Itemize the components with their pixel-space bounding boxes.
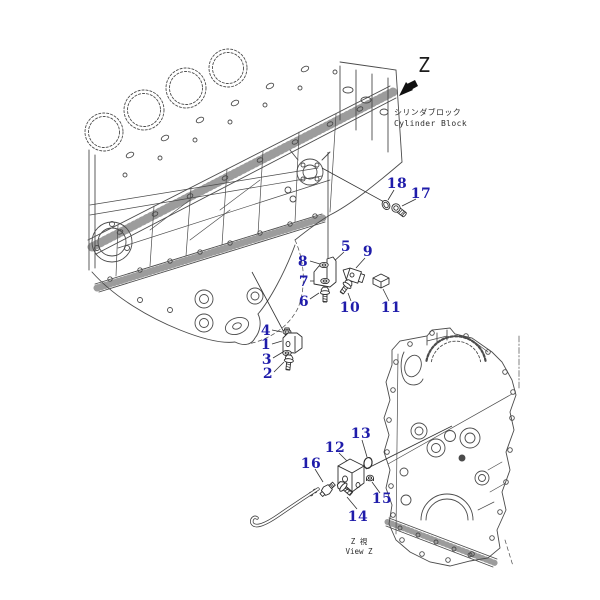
part-7-washer-icon [320,277,330,285]
part-6-bolt-icon [319,286,331,303]
callout-5: 5 [340,239,352,255]
callout-2: 2 [262,366,274,382]
part-2-bolt-icon [282,354,295,371]
part-1-bracket-icon [282,332,303,354]
callout-15: 15 [371,491,393,507]
callout-6: 6 [298,294,310,310]
diagram-title-ja: シリンダブロック [394,108,462,117]
cylinder-block-view-z [383,327,520,568]
callout-10: 10 [339,300,361,316]
view-z-caption-ja: Z 視 [350,537,368,546]
part-18-ring-icon [381,199,391,211]
callout-17: 17 [410,186,432,202]
view-z-caption: Z 視 View Z [336,537,382,557]
callout-12: 12 [324,440,346,456]
part-9-sensor-icon [342,267,366,284]
part-15-nut-icon [366,474,374,482]
part-16-sensor-icon [308,481,336,497]
leader-lines [251,152,453,510]
callout-13: 13 [350,426,372,442]
callout-16: 16 [300,456,322,472]
part-8-washer-icon [319,261,329,269]
callout-11: 11 [380,300,402,316]
sensor-harness-wire [250,487,320,528]
callout-18: 18 [386,176,408,192]
callout-7: 7 [298,274,310,290]
view-z-caption-en: View Z [345,546,373,556]
cylinder-block-isometric [84,48,403,345]
view-direction-arrow-icon [399,80,418,96]
view-letter: Z [418,53,431,77]
part-13-o-ring-icon [363,456,373,470]
diagram-title: シリンダブロック Cylinder Block [394,108,480,130]
diagram-title-en: Cylinder Block [394,118,468,128]
callout-1: 1 [260,337,272,353]
callout-9: 9 [362,244,374,260]
part-11-connector-icon [372,273,390,289]
callout-3: 3 [261,352,273,368]
callout-14: 14 [347,509,369,525]
callout-4: 4 [260,323,272,339]
callout-8: 8 [297,254,309,270]
